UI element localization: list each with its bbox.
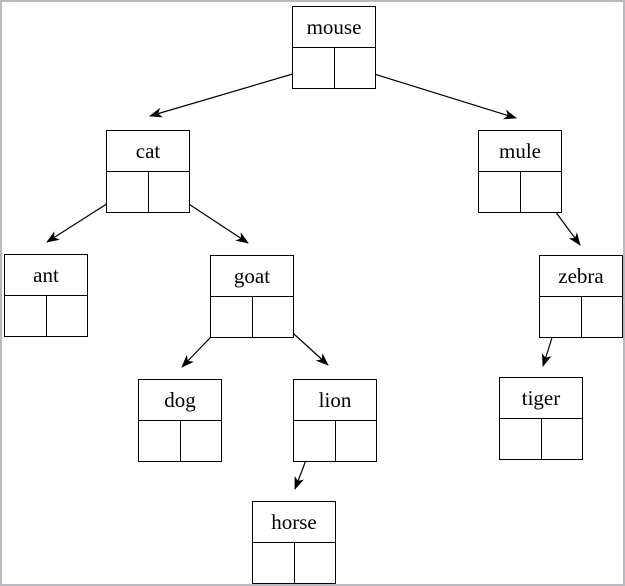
right-pointer-cell	[295, 543, 336, 583]
node-cat: cat	[106, 130, 190, 213]
right-pointer-cell	[335, 48, 376, 88]
right-pointer-cell	[542, 419, 583, 459]
node-label: mule	[479, 131, 561, 172]
right-pointer-cell	[521, 172, 562, 212]
right-pointer-cell	[47, 296, 88, 336]
pointer-cells	[139, 421, 221, 461]
right-pointer-cell	[149, 172, 190, 212]
pointer-cells	[211, 297, 293, 337]
left-pointer-cell	[479, 172, 521, 212]
pointer-cells	[540, 297, 622, 337]
pointer-cells	[479, 172, 561, 212]
pointer-cells	[293, 48, 375, 88]
left-pointer-cell	[211, 297, 253, 337]
node-dog: dog	[138, 379, 222, 462]
edge-mouse-cat	[149, 67, 314, 118]
node-mule: mule	[478, 130, 562, 213]
node-horse: horse	[252, 501, 336, 584]
node-label: horse	[253, 502, 335, 543]
node-label: cat	[107, 131, 189, 172]
left-pointer-cell	[107, 172, 149, 212]
node-goat: goat	[210, 255, 294, 338]
node-lion: lion	[293, 379, 377, 462]
node-zebra: zebra	[539, 255, 623, 338]
pointer-cells	[294, 421, 376, 461]
node-tiger: tiger	[499, 377, 583, 460]
pointer-cells	[500, 419, 582, 459]
left-pointer-cell	[500, 419, 542, 459]
node-ant: ant	[4, 254, 88, 337]
left-pointer-cell	[293, 48, 335, 88]
right-pointer-cell	[181, 421, 222, 461]
edge-mouse-mule	[354, 67, 517, 120]
right-pointer-cell	[253, 297, 294, 337]
right-pointer-cell	[336, 421, 377, 461]
left-pointer-cell	[540, 297, 582, 337]
node-label: ant	[5, 255, 87, 296]
node-label: zebra	[540, 256, 622, 297]
left-pointer-cell	[294, 421, 336, 461]
node-label: goat	[211, 256, 293, 297]
node-label: dog	[139, 380, 221, 421]
node-label: lion	[294, 380, 376, 421]
left-pointer-cell	[253, 543, 295, 583]
right-pointer-cell	[582, 297, 623, 337]
left-pointer-cell	[139, 421, 181, 461]
node-label: mouse	[293, 7, 375, 48]
pointer-cells	[253, 543, 335, 583]
left-pointer-cell	[5, 296, 47, 336]
node-mouse: mouse	[292, 6, 376, 89]
node-label: tiger	[500, 378, 582, 419]
pointer-cells	[107, 172, 189, 212]
pointer-cells	[5, 296, 87, 336]
